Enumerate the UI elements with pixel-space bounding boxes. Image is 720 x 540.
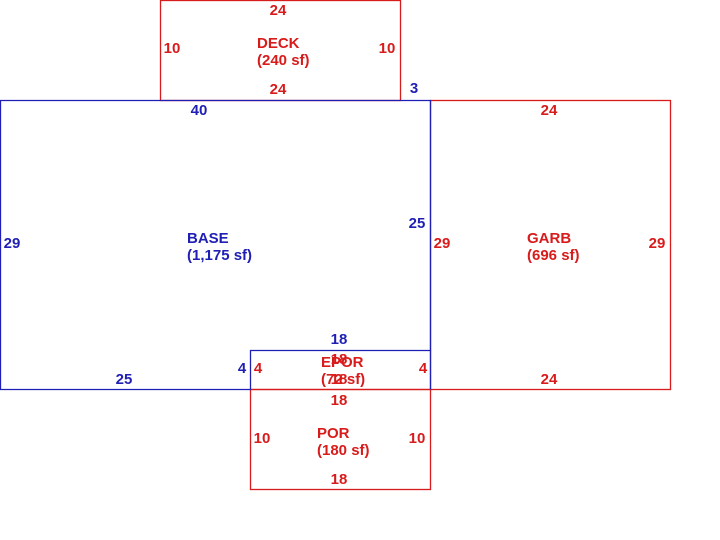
garb-dim-bottom: 24 [541, 371, 558, 388]
base-dim-left: 29 [4, 235, 21, 252]
base-dim-right: 25 [409, 215, 426, 232]
por-name: POR [317, 425, 350, 442]
epor-dim-right: 4 [419, 360, 428, 377]
por-dim-left: 10 [254, 430, 271, 447]
deck-name: DECK [257, 35, 300, 52]
base-area: (1,175 sf) [187, 247, 252, 264]
base-name: BASE [187, 230, 229, 247]
deck-dim-left: 10 [164, 40, 181, 57]
deck-dim-bottom: 24 [270, 81, 287, 98]
deck-dim-top: 24 [270, 2, 287, 19]
base-dim-offset-right: 3 [410, 80, 418, 97]
base-dim-notch-top: 18 [331, 331, 348, 348]
garb-area: (696 sf) [527, 247, 580, 264]
deck-area: (240 sf) [257, 52, 310, 69]
garb-dim-top: 24 [541, 102, 558, 119]
garb-name: GARB [527, 230, 571, 247]
por-dim-right: 10 [409, 430, 426, 447]
epor-dim-top: 18 [331, 351, 348, 368]
base-outline [0, 99, 432, 391]
base-dim-top: 40 [191, 102, 208, 119]
garb-dim-left: 29 [434, 235, 451, 252]
por-dim-bottom: 18 [331, 471, 348, 488]
por-dim-top: 18 [331, 392, 348, 409]
base-dim-notch-side: 4 [238, 360, 247, 377]
garb-dim-right: 29 [649, 235, 666, 252]
deck-dim-right: 10 [379, 40, 396, 57]
epor-name: EPOR [321, 354, 364, 371]
epor-area: (72 sf) [321, 371, 365, 388]
base-dim-bottom: 25 [116, 371, 133, 388]
epor-dim-bottom: 18 [331, 371, 348, 388]
epor-dim-left: 4 [254, 360, 263, 377]
por-area: (180 sf) [317, 442, 370, 459]
